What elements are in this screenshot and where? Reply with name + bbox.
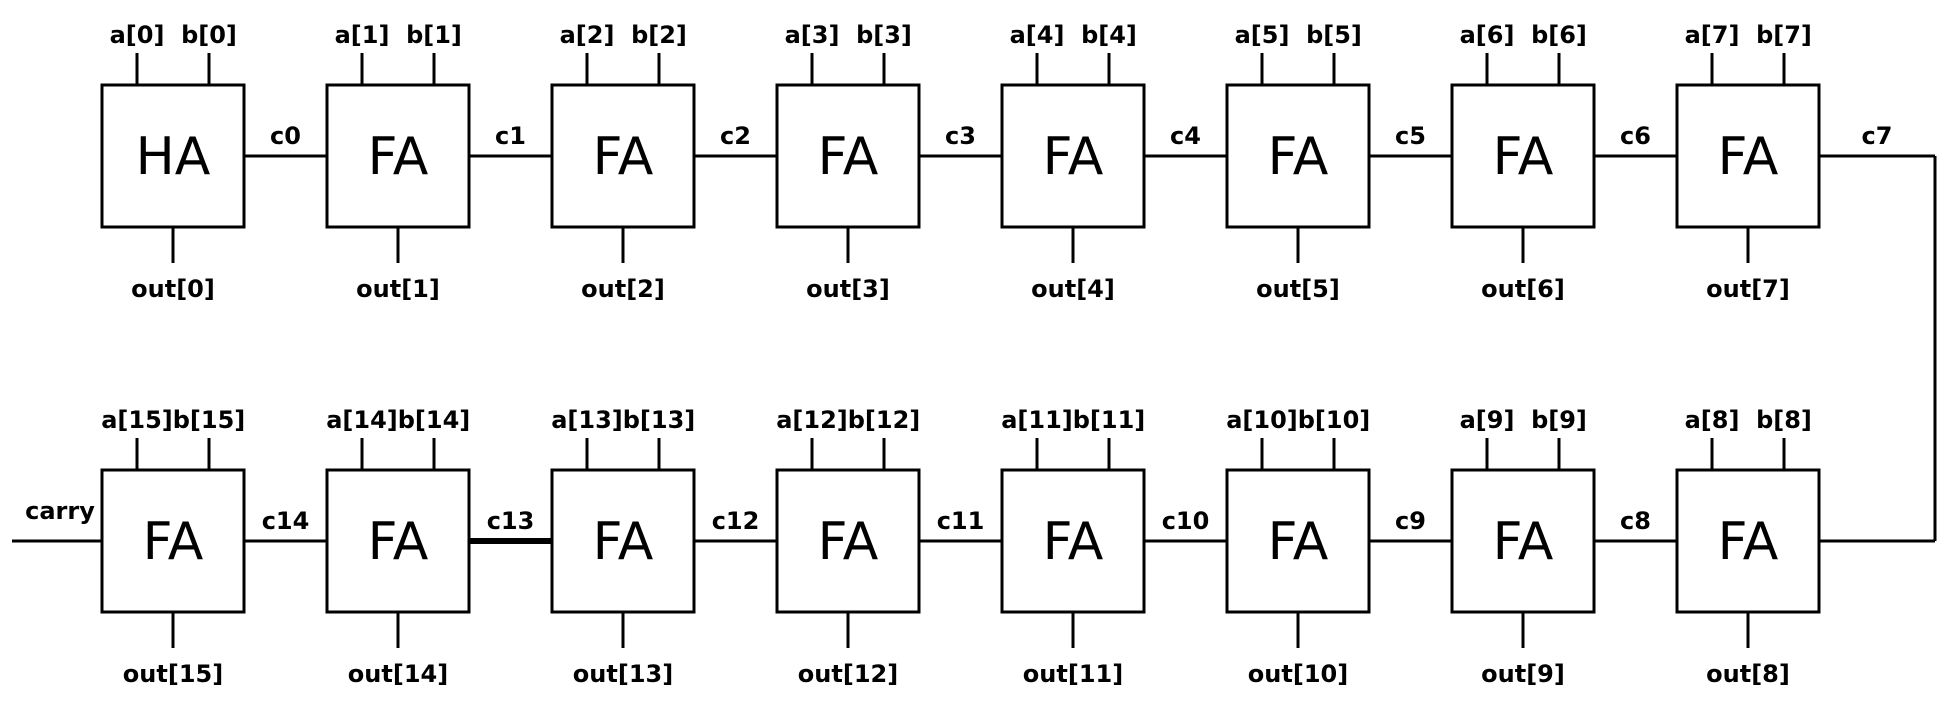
bottom_row-0-a-label: a[15] — [101, 406, 173, 434]
bottom_row-5-a-label: a[10] — [1226, 406, 1298, 434]
bottom_row-1-out-label: out[14] — [348, 660, 448, 688]
bottom_row-3-adder-block — [775, 468, 921, 614]
bottom_row-4-adder-block — [1000, 468, 1146, 614]
top_row-2-block-label: FA — [593, 127, 654, 187]
bottom_row-4-a-label: a[11] — [1001, 406, 1073, 434]
bottom-carry-label-4: c11 — [937, 507, 985, 535]
top_row-1-a-label: a[1] — [335, 21, 390, 49]
top_row-3-adder-block — [775, 83, 921, 229]
bottom-carry-label-1: c14 — [262, 507, 310, 535]
bottom_row-4-block-label: FA — [1043, 512, 1104, 572]
bottom-carry-label-2: c13 — [487, 507, 535, 535]
bottom_row-5-b-label: b[10] — [1298, 406, 1371, 434]
bottom_row-0-out-label: out[15] — [123, 660, 223, 688]
top_row-6-b-label: b[6] — [1531, 21, 1587, 49]
bottom_row-6-out-label: out[9] — [1481, 660, 1565, 688]
top_row-2-b-label: b[2] — [631, 21, 687, 49]
top_row-2-out-label: out[2] — [581, 275, 665, 303]
top_row-0-adder-block — [100, 83, 246, 229]
top_row-6-block-label: FA — [1493, 127, 1554, 187]
bottom_row-7-adder-block — [1675, 468, 1821, 614]
top_row-7-a-label: a[7] — [1685, 21, 1740, 49]
bottom_row-7-out-label: out[8] — [1706, 660, 1790, 688]
top_row-0-a-label: a[0] — [110, 21, 165, 49]
bottom_row-7-block-label: FA — [1718, 512, 1779, 572]
top-carry-label-0: c0 — [270, 122, 301, 150]
top_row-7-out-label: out[7] — [1706, 275, 1790, 303]
top_row-3-block-label: FA — [818, 127, 879, 187]
bottom_row-3-out-label: out[12] — [798, 660, 898, 688]
top_row-4-block-label: FA — [1043, 127, 1104, 187]
bottom_row-6-b-label: b[9] — [1531, 406, 1587, 434]
bottom-carry-label-7: c8 — [1620, 507, 1651, 535]
carry-out-label: carry — [25, 497, 95, 525]
top_row-5-b-label: b[5] — [1306, 21, 1362, 49]
top-carry-label-5: c5 — [1395, 122, 1426, 150]
bottom_row-7-b-label: b[8] — [1756, 406, 1812, 434]
top_row-3-a-label: a[3] — [785, 21, 840, 49]
bottom_row-1-b-label: b[14] — [398, 406, 471, 434]
top_row-2-adder-block — [550, 83, 696, 229]
bottom_row-6-block-label: FA — [1493, 512, 1554, 572]
top_row-4-b-label: b[4] — [1081, 21, 1137, 49]
bottom_row-6-adder-block — [1450, 468, 1596, 614]
bottom_row-3-b-label: b[12] — [848, 406, 921, 434]
bottom_row-2-a-label: a[13] — [551, 406, 623, 434]
top_row-5-a-label: a[5] — [1235, 21, 1290, 49]
top_row-5-block-label: FA — [1268, 127, 1329, 187]
bottom-carry-label-3: c12 — [712, 507, 760, 535]
bottom_row-5-block-label: FA — [1268, 512, 1329, 572]
bottom-carry-label-5: c10 — [1162, 507, 1210, 535]
top_row-6-out-label: out[6] — [1481, 275, 1565, 303]
bottom_row-2-adder-block — [550, 468, 696, 614]
top_row-0-b-label: b[0] — [181, 21, 237, 49]
top-carry-label-2: c2 — [720, 122, 751, 150]
top-carry-label-4: c4 — [1170, 122, 1201, 150]
top-carry-label-3: c3 — [945, 122, 976, 150]
bottom_row-3-block-label: FA — [818, 512, 879, 572]
top_row-4-out-label: out[4] — [1031, 275, 1115, 303]
bottom_row-2-block-label: FA — [593, 512, 654, 572]
top_row-6-a-label: a[6] — [1460, 21, 1515, 49]
bottom_row-5-adder-block — [1225, 468, 1371, 614]
bottom_row-4-out-label: out[11] — [1023, 660, 1123, 688]
bottom_row-5-out-label: out[10] — [1248, 660, 1348, 688]
top_row-2-a-label: a[2] — [560, 21, 615, 49]
top_row-4-adder-block — [1000, 83, 1146, 229]
top_row-0-block-label: HA — [136, 127, 211, 187]
top_row-1-block-label: FA — [368, 127, 429, 187]
bottom-carry-label-6: c9 — [1395, 507, 1426, 535]
bottom_row-1-block-label: FA — [368, 512, 429, 572]
top_row-1-out-label: out[1] — [356, 275, 440, 303]
top-carry-label-6: c6 — [1620, 122, 1651, 150]
bottom_row-6-a-label: a[9] — [1460, 406, 1515, 434]
bottom_row-1-a-label: a[14] — [326, 406, 398, 434]
bottom_row-0-block-label: FA — [143, 512, 204, 572]
top_row-1-b-label: b[1] — [406, 21, 462, 49]
bottom_row-2-out-label: out[13] — [573, 660, 673, 688]
top_row-3-b-label: b[3] — [856, 21, 912, 49]
top_row-0-out-label: out[0] — [131, 275, 215, 303]
top-carry-label-1: c1 — [495, 122, 526, 150]
top_row-5-out-label: out[5] — [1256, 275, 1340, 303]
bottom_row-2-b-label: b[13] — [623, 406, 696, 434]
top_row-7-block-label: FA — [1718, 127, 1779, 187]
top_row-5-adder-block — [1225, 83, 1371, 229]
c7-label: c7 — [1862, 122, 1893, 150]
top_row-7-b-label: b[7] — [1756, 21, 1812, 49]
bottom_row-7-a-label: a[8] — [1685, 406, 1740, 434]
bottom_row-3-a-label: a[12] — [776, 406, 848, 434]
top_row-3-out-label: out[3] — [806, 275, 890, 303]
top_row-4-a-label: a[4] — [1010, 21, 1065, 49]
bottom_row-4-b-label: b[11] — [1073, 406, 1146, 434]
bottom_row-0-b-label: b[15] — [173, 406, 246, 434]
